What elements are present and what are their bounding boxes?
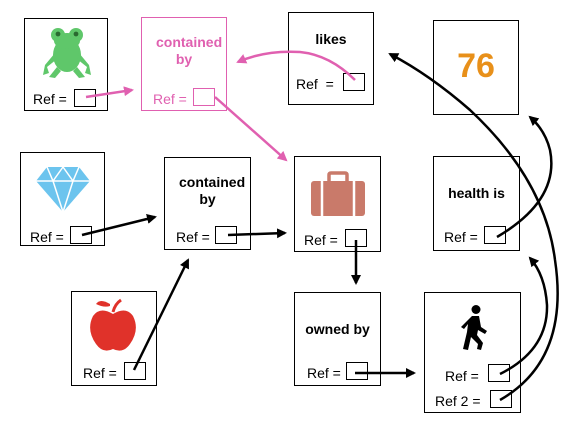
ref-slot[interactable] [215, 226, 237, 244]
box-title: health is [448, 185, 505, 201]
ref2-slot[interactable] [490, 390, 512, 408]
person-box: Ref = Ref 2 = [424, 292, 521, 413]
ref-slot[interactable] [74, 89, 96, 107]
ref-slot[interactable] [345, 229, 367, 247]
box-title: owned by [305, 321, 370, 337]
ref-label: Ref = [176, 229, 210, 245]
frog-box: Ref = [24, 18, 108, 111]
ref-label: Ref = [445, 368, 479, 384]
ref-slot[interactable] [484, 226, 506, 244]
suitcase-box: Ref = [294, 156, 381, 252]
ref-label: Ref = [153, 91, 187, 107]
box-title: contained by [156, 34, 223, 67]
suitcase-icon [311, 171, 365, 216]
ref-slot[interactable] [488, 364, 510, 382]
walking-person-icon [461, 305, 487, 350]
box-title: contained by [179, 174, 246, 207]
diamond-icon [36, 165, 90, 213]
diamond-box: Ref = [20, 152, 105, 246]
ref-slot[interactable] [124, 362, 146, 380]
ref2-label: Ref 2 = [435, 393, 481, 409]
box-title: likes [315, 31, 347, 47]
ref-label: Ref = [444, 229, 478, 245]
apple-icon [90, 298, 136, 351]
ref-slot[interactable] [343, 73, 365, 91]
likes-box: likes Ref = [288, 12, 374, 105]
ref-label: Ref = [33, 91, 67, 107]
contained-by-box-pink: contained by Ref = [141, 17, 227, 111]
ref-label: Ref = [83, 365, 117, 381]
number-box: 76 [433, 20, 519, 115]
owned-by-box: owned by Ref = [294, 292, 381, 386]
apple-box: Ref = [71, 291, 157, 386]
contained-by-box: contained by Ref = [164, 157, 251, 250]
number-value: 76 [457, 47, 495, 85]
ref-slot[interactable] [346, 362, 368, 380]
ref-label: Ref = [304, 232, 338, 248]
ref-label: Ref = [307, 365, 341, 381]
ref-slot[interactable] [193, 88, 215, 106]
ref-label: Ref = [296, 76, 334, 92]
ref-label: Ref = [30, 229, 64, 245]
health-is-box: health is Ref = [433, 156, 520, 251]
ref-slot[interactable] [70, 226, 92, 244]
frog-icon [43, 28, 91, 78]
